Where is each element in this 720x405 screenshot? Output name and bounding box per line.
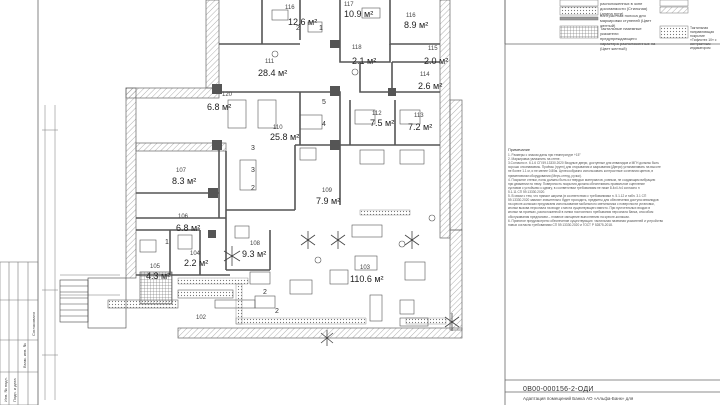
drawing-description: Адаптация помещений Банка АО «Альфа-Банк… (523, 396, 634, 401)
legend-item-3: Тактильные наземные указатели предупрежд… (600, 26, 656, 51)
room-114-area: 2.6 м² (418, 81, 442, 91)
notes-body: 1. Размеры с знаком даны при температуре… (508, 153, 713, 227)
room-115-area: 2.0 м² (424, 56, 448, 66)
room-112-number: 112 (372, 111, 382, 117)
drawing-notes: Примечание 1. Размеры с знаком даны при … (508, 148, 713, 227)
note-line: 6. Принятое предусмотрено обеспечение су… (508, 218, 664, 223)
room-116-area: 12.6 м² (288, 17, 317, 27)
furniture-mark: 2 (275, 308, 279, 315)
entrance-stairs (59, 271, 234, 329)
side-stamp-label-1: Инв. № подл. (3, 377, 8, 402)
room-114-number: 114 (420, 72, 430, 78)
side-stamp (0, 261, 39, 405)
note-line: новых согласно требованиям СП 59.13330.2… (508, 222, 613, 227)
room-110-number: 110 (273, 125, 283, 131)
note-line: 1. Размеры с знаком даны при температуре… (508, 153, 581, 158)
room-106-area: 6.8 м² (176, 223, 200, 233)
notes-title: Примечание (508, 148, 530, 152)
room-116-number: 116 (285, 5, 295, 11)
decorative-plants (223, 231, 460, 346)
interior-walls (136, 0, 440, 276)
note-line: суставов с устойчиво к сдвигу, в соответ… (508, 185, 640, 190)
exterior-walls (125, 0, 463, 339)
room-118-number: 118 (352, 45, 362, 51)
side-stamp-label-4: Согласовано (31, 311, 36, 336)
furniture-mark: 3 (251, 145, 255, 152)
room-117-area: 10.9 м² (344, 9, 373, 19)
room-120-area: 6.8 м² (207, 102, 231, 112)
room-110-area: 25.8 м² (270, 132, 299, 142)
drawing-code: 0В00-000156-2-ОДИ (523, 386, 594, 393)
room-113-number: 113 (414, 113, 424, 119)
room-107-number: 107 (176, 168, 187, 174)
side-stamp-label-3: Взам. инв. № (22, 343, 27, 368)
legend-box (559, 0, 689, 39)
room-112-area: 7.5 м² (370, 118, 394, 128)
room-102-number: 102 (196, 315, 207, 321)
dimension-lines (42, 105, 120, 400)
room-103-area: 110.6 м² (350, 274, 384, 284)
room-115-number: 115 (428, 46, 438, 52)
room-108-area: 9.3 м² (242, 249, 266, 259)
furniture (139, 7, 436, 327)
room-118-area: 2.1 м² (352, 56, 376, 66)
room-120-number: 120 (222, 92, 233, 98)
room-116b-area: 8.9 м² (404, 20, 428, 30)
note-line: обслуживания предлагаем – плавное смещен… (508, 214, 630, 219)
note-line: 5.1.11 СП 59.13330.2020. (508, 189, 546, 194)
note-line: не более 1.1 м, и не менее 0.80м. Целесо… (508, 169, 654, 174)
legend-item-2: Контрастная полоса для маркировки ступен… (600, 13, 652, 28)
room-108-number: 108 (250, 241, 261, 247)
note-line: кнопки вызова персонала на входе с места… (508, 206, 651, 211)
note-line: 5. В связи с тем, что прямое ширина (в с… (508, 194, 647, 199)
furniture-marks: 2 1 5 4 3 3 2 1 2 2 (165, 25, 326, 315)
structural-columns (208, 40, 396, 238)
room-103-number: 103 (360, 265, 371, 271)
room-109-number: 109 (322, 188, 333, 194)
side-stamp-label-2: Подп. и дата (12, 378, 17, 402)
room-105-area: 4.3 м² (146, 271, 170, 281)
note-line: применяемом оборудовании (Мерч-стенд, ру… (508, 173, 582, 178)
room-104-number: 104 (190, 251, 201, 257)
legend-item-1: расположенных в зоне досягаемости (Стиль… (600, 1, 648, 16)
note-line: 3.Согласно п. 6.1.6 СП 59.13330.2020 Вхо… (508, 161, 659, 166)
room-107-area: 8.3 м² (172, 176, 196, 186)
room-117-number: 117 (344, 2, 354, 8)
furniture-mark: 4 (322, 121, 326, 128)
furniture-mark: 2 (263, 289, 267, 296)
room-104-area: 2.2 м² (184, 258, 208, 268)
note-line: 59.13330.2020 зависит значительно будет … (508, 198, 659, 203)
furniture-mark: 5 (322, 99, 326, 106)
note-line: 4. Покрытие стенки, полы должны быть из … (508, 177, 656, 182)
note-line: при движении по нему. Поверхность покрыт… (508, 181, 645, 186)
room-111-number: 111 (265, 59, 275, 65)
room-106-number: 106 (178, 214, 189, 220)
note-line: 2. Маркировка увлажнить на стене. (508, 157, 561, 162)
room-116b-number: 116 (406, 13, 416, 19)
note-line: на кресле-колясках предлагаем использова… (508, 202, 655, 207)
furniture-mark: 2 (296, 25, 300, 32)
legend-item-4: Тактильная направляющая покрытие «Тифлот… (690, 26, 717, 50)
room-111-area: 28.4 м² (258, 68, 287, 78)
note-line: кнопки на проемах, расположенной в линии… (508, 210, 654, 215)
furniture-mark: 1 (165, 239, 169, 246)
tactile-guide-paths (177, 209, 447, 325)
furniture-mark: 3 (251, 167, 255, 174)
room-105-number: 105 (150, 264, 161, 270)
room-113-area: 7.2 м² (408, 122, 432, 132)
room-109-area: 7.9 м² (316, 196, 340, 206)
note-line: хорошо опознаваемы. Проёмы (групп) для о… (508, 165, 661, 170)
furniture-mark: 1 (319, 25, 323, 32)
furniture-mark: 2 (251, 185, 255, 192)
